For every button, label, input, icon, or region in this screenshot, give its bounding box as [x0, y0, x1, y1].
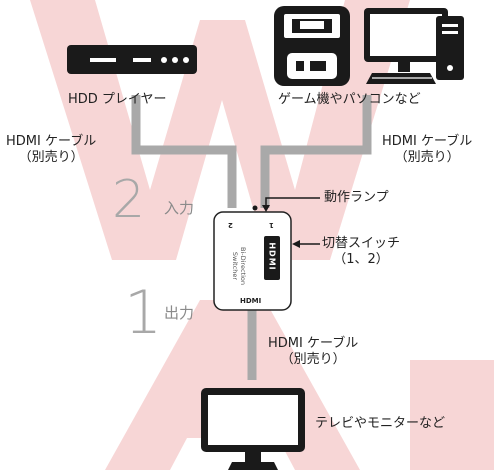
switch-model-line2: Switcher: [231, 251, 239, 281]
output-number: 1: [124, 278, 163, 348]
cable-label-bottom: HDMI ケーブル （別売り）: [268, 336, 358, 368]
input-label: 入力: [164, 199, 195, 217]
cable-game: [260, 95, 372, 208]
switch-callout-note: （1、2）: [333, 252, 389, 267]
cable-label-left-note: （別売り）: [18, 150, 84, 165]
cable-label-left-title: HDMI ケーブル: [6, 134, 97, 149]
tv-icon: [201, 388, 305, 470]
cable-label-bottom-title: HDMI ケーブル: [268, 336, 359, 351]
lamp-callout: 動作ランプ: [324, 190, 389, 205]
cable-label-bottom-note: （別売り）: [280, 352, 346, 367]
tv-label: テレビやモニターなど: [315, 416, 446, 431]
cable-label-right-note: （別売り）: [394, 150, 460, 165]
switch-brand: HDMI: [240, 297, 262, 305]
cables: [131, 95, 372, 380]
cable-label-right: HDMI ケーブル （別売り）: [382, 134, 472, 166]
switch-hdmi-logo: HDMI: [267, 242, 277, 271]
callout-arrows: [262, 197, 320, 248]
pc-icon: [364, 8, 464, 84]
hdmi-switch: [213, 205, 292, 311]
input-number: 2: [112, 170, 146, 230]
switch-model-line1: Bi-Direction: [239, 247, 247, 285]
switch-callout-title: 切替スイッチ: [322, 236, 401, 251]
switch-port-1: 1: [269, 221, 274, 229]
cable-hdd: [131, 95, 237, 208]
cable-label-left: HDMI ケーブル （別売り）: [6, 134, 96, 166]
game-pc-label: ゲーム機やパソコンなど: [278, 92, 421, 107]
switch-model-name: Bi-Direction Switcher: [231, 241, 247, 291]
cable-label-right-title: HDMI ケーブル: [382, 134, 473, 149]
game-console-icon: [274, 6, 350, 86]
switch-port-2: 2: [228, 221, 233, 229]
hdd-player-icon: [67, 45, 197, 74]
output-label: 出力: [164, 304, 195, 322]
switch-callout: 切替スイッチ （1、2）: [322, 236, 400, 268]
hdd-player-label: HDD プレイヤー: [68, 92, 167, 107]
